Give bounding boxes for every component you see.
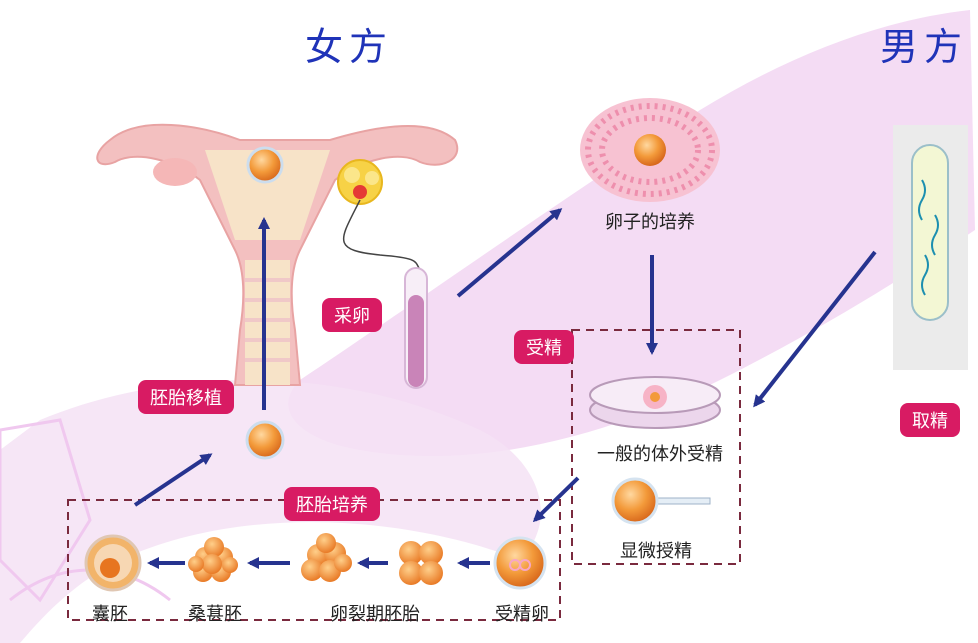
- background-swoosh: [288, 10, 976, 457]
- sperm-tube: [893, 125, 968, 370]
- tag-egg-retrieval: 采卵: [322, 298, 382, 332]
- label-ivf: 一般的体外受精: [597, 444, 723, 465]
- uterus-illustration: [96, 123, 459, 386]
- arrow-sperm-to-fertilization: [753, 250, 877, 408]
- morula-cell: [188, 537, 238, 582]
- tag-fertilization: 受精: [514, 330, 574, 364]
- background-swoosh-lower: [0, 380, 541, 643]
- label-blastocyst: 囊胚: [92, 604, 128, 625]
- petri-dish: [589, 376, 721, 429]
- label-zygote: 受精卵: [495, 604, 549, 625]
- blastocyst-cell: [84, 534, 142, 592]
- label-morula: 桑葚胚: [188, 604, 242, 625]
- label-cleavage: 卵裂期胚胎: [330, 604, 420, 625]
- arrow-fertilization-to-zygote: [532, 476, 580, 523]
- cleavage-8cell: [301, 533, 352, 582]
- label-egg-culture: 卵子的培养: [605, 212, 695, 233]
- icsi-egg: [611, 477, 711, 525]
- tag-embryo-transfer: 胚胎移植: [138, 380, 234, 414]
- tag-embryo-culture: 胚胎培养: [284, 487, 380, 521]
- retrieval-tube: [404, 267, 428, 389]
- arrow-blastocyst-to-transfer: [133, 453, 213, 507]
- label-icsi: 显微授精: [620, 541, 692, 562]
- egg-cumulus-cloud: [580, 98, 720, 202]
- fertilization-box: [571, 329, 741, 565]
- cleavage-4cell: [399, 541, 443, 585]
- female-title: 女方: [305, 25, 394, 69]
- tag-sperm-collection: 取精: [900, 403, 960, 437]
- zygote-cell: [493, 536, 547, 590]
- male-title: 男方: [880, 25, 969, 69]
- arrow-retrieval-to-culture: [456, 208, 563, 298]
